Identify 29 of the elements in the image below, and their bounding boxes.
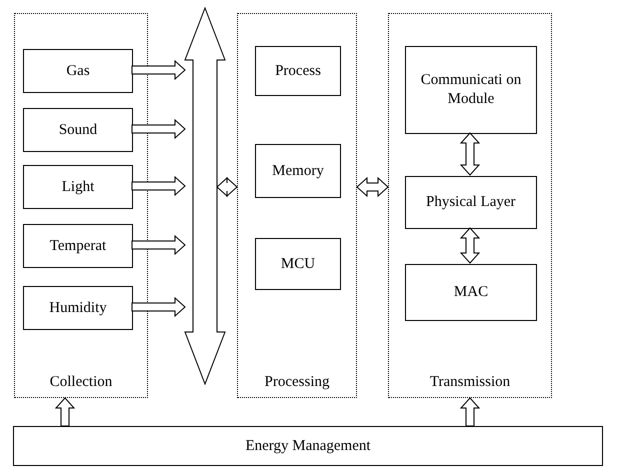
block-arrow: [132, 60, 186, 80]
module-box: Humidity: [23, 286, 133, 330]
module-box: Sound: [23, 108, 133, 152]
group-label: Transmission: [428, 374, 512, 391]
group-label: Collection: [48, 374, 114, 391]
block-arrow: [460, 227, 480, 264]
module-box: MCU: [255, 238, 341, 290]
module-box: Communicati on Module: [405, 46, 537, 134]
block-arrow: [216, 176, 238, 198]
energy-bar: Energy Management: [13, 426, 603, 466]
block-arrow: [356, 176, 389, 198]
block-arrow: [132, 118, 186, 140]
module-box: Gas: [23, 49, 133, 93]
module-box: MAC: [405, 264, 537, 321]
block-arrow: [54, 397, 76, 426]
module-box: Light: [23, 165, 133, 209]
block-arrow: [460, 132, 480, 176]
group-panel: [14, 13, 148, 398]
module-box: Memory: [255, 144, 341, 198]
group-panel: [237, 13, 357, 398]
block-arrow: [132, 176, 186, 196]
module-box: Physical Layer: [405, 176, 537, 229]
block-arrow: [132, 234, 186, 256]
group-panel: [388, 13, 552, 398]
block-arrow: [132, 296, 186, 318]
module-box: Temperat: [23, 224, 133, 268]
module-box: Process: [255, 46, 341, 96]
block-arrow: [460, 397, 480, 426]
group-label: Processing: [264, 374, 330, 391]
